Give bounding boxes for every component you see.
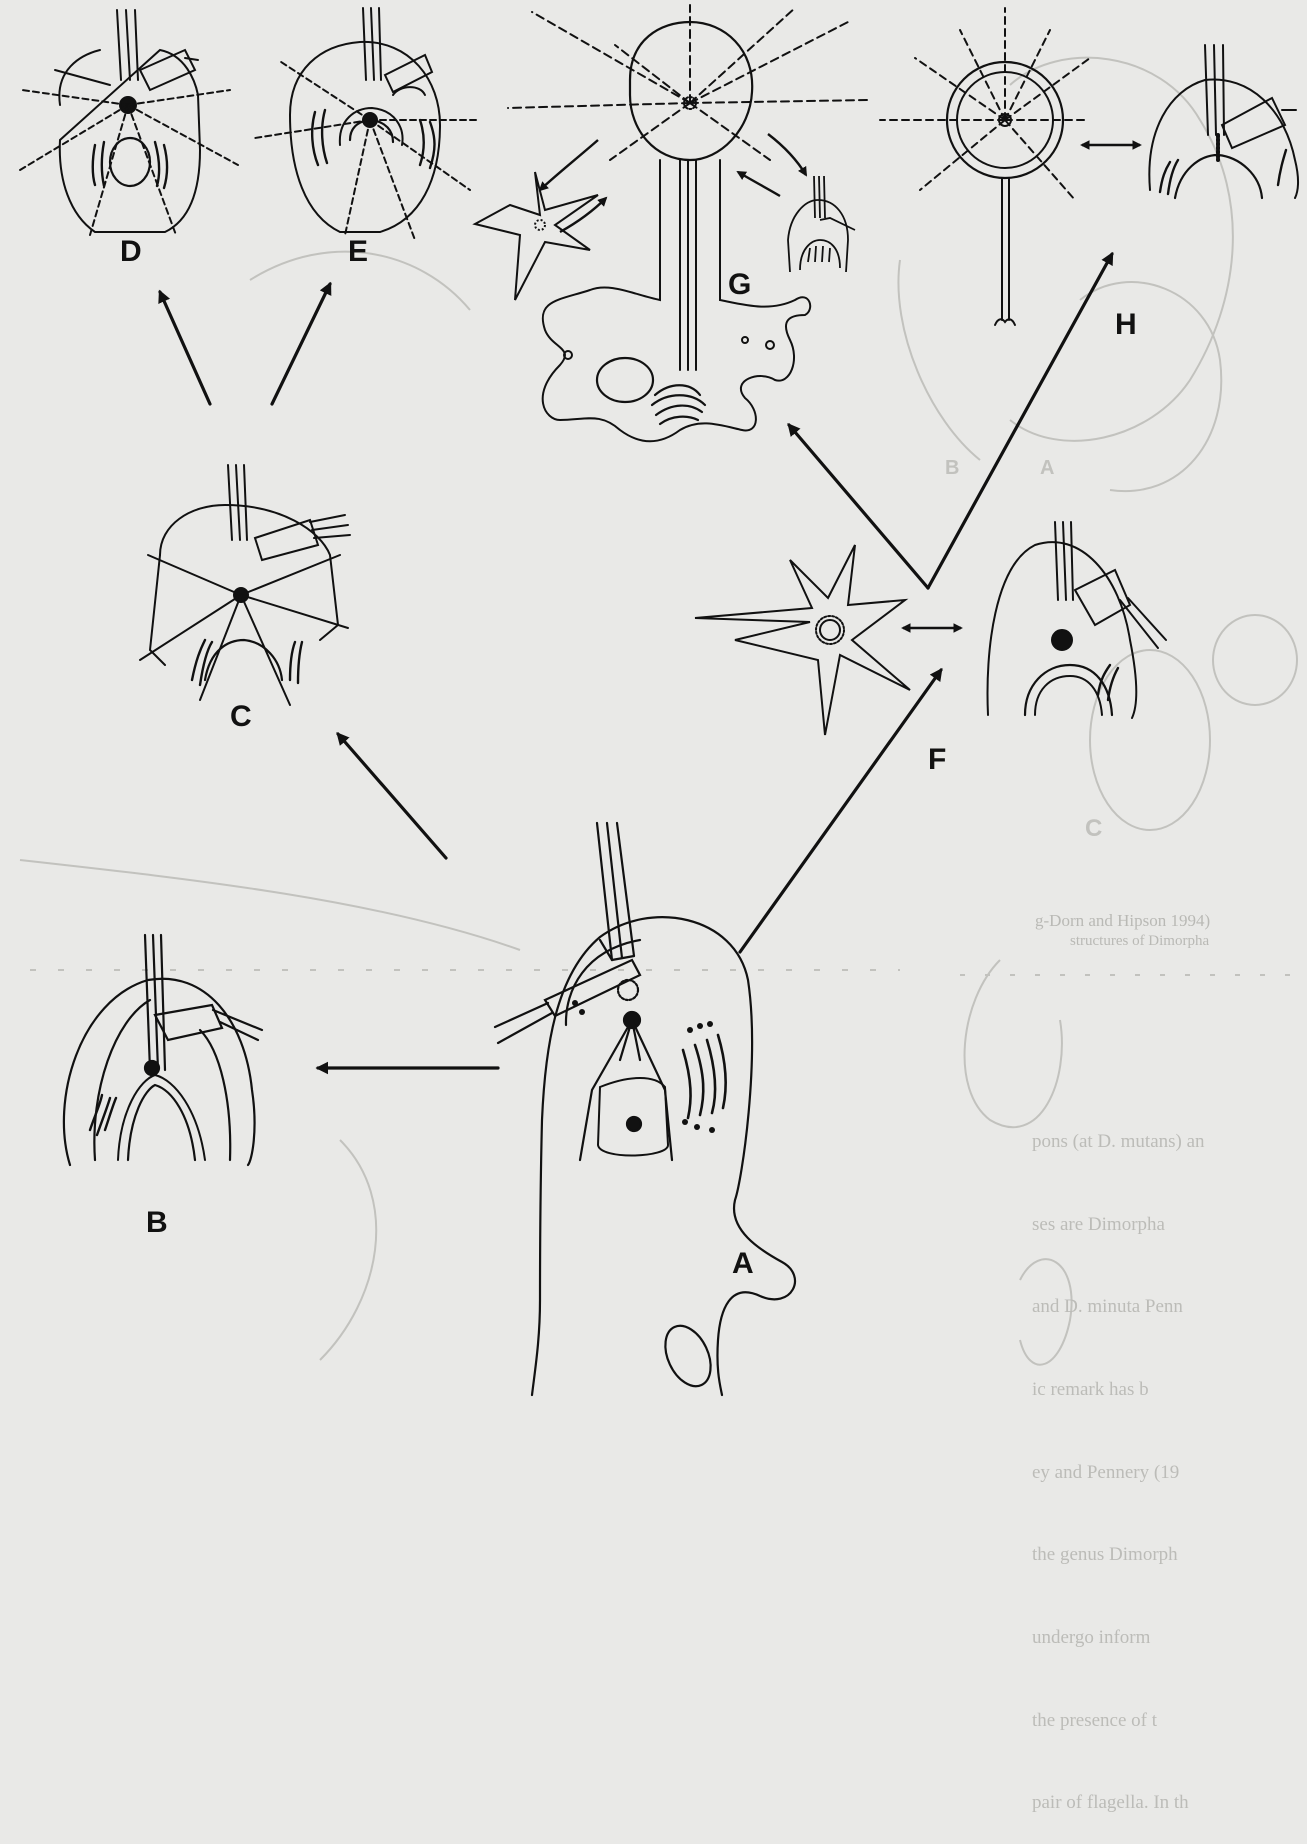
vesicles <box>572 1000 715 1133</box>
arrow-c-to-d <box>160 292 210 404</box>
bleed-line: ic remark has b <box>1032 1376 1302 1404</box>
bleed-line: undergo inform <box>1032 1624 1302 1652</box>
svg-text:structures of Dimorpha: structures of Dimorpha <box>1070 933 1209 949</box>
svg-text:C: C <box>1085 815 1102 842</box>
bleed-line: pons (at D. mutans) an <box>1032 1128 1302 1156</box>
panel-g-stalked-form <box>508 5 868 441</box>
panel-e-radial-form <box>255 8 480 240</box>
svg-text:B: B <box>945 457 959 479</box>
axopodia <box>508 5 868 160</box>
arrow-a-to-f <box>740 670 941 952</box>
panel-label-c: C <box>230 702 252 732</box>
interconversion-arrows <box>540 134 1140 628</box>
arrow-g-to-flagellate <box>768 134 806 175</box>
bleed-line: the presence of t <box>1032 1707 1302 1735</box>
bleed-line: the genus Dimorph <box>1032 1541 1302 1569</box>
basal-body-2 <box>545 960 640 1016</box>
panel-b-cell-anterior <box>64 935 262 1165</box>
bleed-through-paragraph: pons (at D. mutans) an ses are Dimorpha … <box>1032 1073 1302 1844</box>
panel-h-stalked-sphere <box>880 8 1090 325</box>
panel-g-flagellate-form <box>788 176 855 272</box>
arrow-f-to-h <box>928 254 1112 588</box>
bleed-line: ses are Dimorpha <box>1032 1211 1302 1239</box>
panel-a-flagellate-cell <box>495 823 795 1395</box>
panel-label-g: G <box>728 270 751 300</box>
panel-d-radial-form <box>20 10 238 235</box>
panel-label-d: D <box>120 237 142 267</box>
arrow-f-to-g <box>789 425 928 588</box>
svg-text:g-Dorn and Hipson 1994): g-Dorn and Hipson 1994) <box>1035 911 1210 930</box>
arrow-flagellate-to-g <box>738 172 780 196</box>
panel-label-a: A <box>732 1249 754 1279</box>
panel-g-star-form <box>475 172 598 300</box>
panel-label-h: H <box>1115 310 1137 340</box>
capitulum <box>630 22 752 160</box>
bleed-line: ey and Pennery (19 <box>1032 1459 1302 1487</box>
arrow-c-to-e <box>272 284 330 404</box>
panel-label-f: F <box>928 745 946 775</box>
transition-arrows <box>160 254 1112 1068</box>
panel-label-e: E <box>348 237 368 267</box>
bleed-line: and D. minuta Penn <box>1032 1293 1302 1321</box>
arrow-g-to-star <box>540 140 598 190</box>
golgi-stack <box>683 1035 726 1118</box>
arrow-a-to-c <box>338 734 446 858</box>
svg-text:A: A <box>1040 457 1054 479</box>
panel-label-b: B <box>146 1208 168 1238</box>
bleed-through-text: g-Dorn and Hipson 1994) structures of Di… <box>945 457 1210 949</box>
panel-f-flagellate-cell <box>988 522 1166 718</box>
amoeboid-base <box>543 160 811 441</box>
panel-f-star-form <box>695 545 910 735</box>
bleed-line: pair of flagella. In th <box>1032 1789 1302 1817</box>
panel-c-transitional-cell <box>140 465 350 705</box>
food-vacuole <box>656 1319 719 1394</box>
